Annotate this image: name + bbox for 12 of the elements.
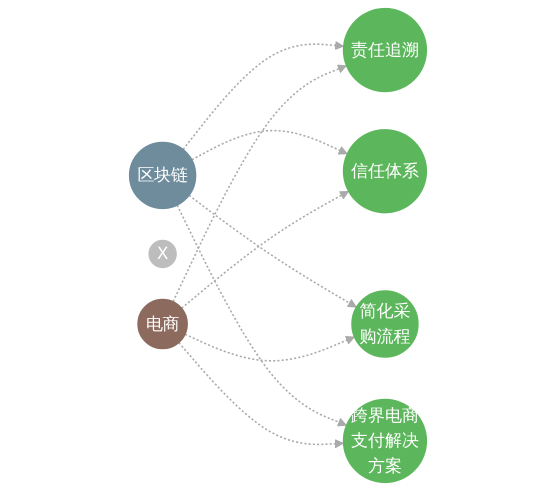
node-circle: 简化采购流程 — [351, 290, 419, 358]
arrow — [182, 40, 344, 150]
arrow — [191, 130, 348, 160]
arrow — [176, 204, 347, 426]
node-circle: 信任体系 — [342, 129, 428, 214]
node-circle: 电商 — [137, 298, 188, 350]
arrow — [184, 334, 355, 362]
node-circle: X — [148, 240, 177, 268]
arrow — [178, 342, 344, 448]
node-circle: 区块链 — [128, 142, 196, 210]
node-circle: 责任追溯 — [342, 8, 428, 92]
arrow — [172, 64, 347, 302]
